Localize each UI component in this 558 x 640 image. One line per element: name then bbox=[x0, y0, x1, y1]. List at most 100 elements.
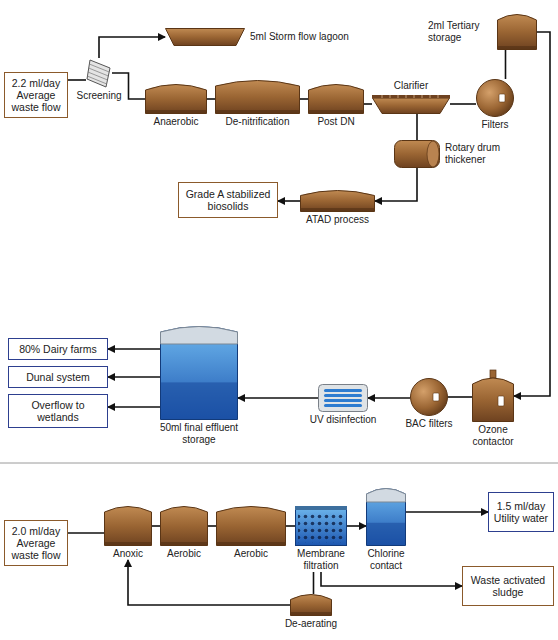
process-box: Waste activated sludge bbox=[462, 566, 554, 606]
unit-label: Filters bbox=[481, 119, 508, 131]
flow-pipe bbox=[364, 103, 372, 105]
flow-pipe bbox=[368, 397, 410, 399]
flow-pipe bbox=[128, 560, 290, 605]
unit-label: Clarifier bbox=[394, 80, 428, 92]
tank-symbol bbox=[308, 84, 364, 114]
uv-symbol bbox=[318, 384, 368, 412]
treatment-unit: ATAD process bbox=[300, 190, 375, 226]
treatment-unit: Clarifier bbox=[372, 80, 450, 114]
treatment-unit: Post DN bbox=[308, 84, 364, 128]
unit-label: 50ml final effluent storage bbox=[154, 422, 244, 446]
flow-pipe bbox=[286, 525, 295, 527]
process-box: Overflow to wetlands bbox=[8, 394, 108, 428]
unit-label: 2ml Tertiary storage bbox=[428, 20, 492, 44]
unit-label: Post DN bbox=[317, 116, 354, 128]
unit-label: BAC filters bbox=[405, 418, 452, 430]
unit-label: Chlorine contact bbox=[358, 548, 414, 572]
unit-label: Anoxic bbox=[113, 548, 143, 560]
unit-label: De-aerating bbox=[285, 618, 337, 630]
box-label: Dunal system bbox=[26, 371, 90, 383]
tank-symbol bbox=[145, 84, 207, 114]
treatment-unit: Aerobic bbox=[160, 506, 208, 560]
flow-pipe bbox=[207, 98, 215, 100]
process-box: 80% Dairy farms bbox=[8, 338, 108, 360]
flow-pipe bbox=[448, 396, 472, 398]
memb-symbol bbox=[295, 506, 347, 546]
circle-symbol bbox=[410, 378, 448, 416]
unit-label: Ozone contactor bbox=[461, 424, 525, 448]
tank-symbol bbox=[216, 506, 286, 546]
tank-symbol bbox=[300, 190, 375, 212]
divider-line bbox=[0, 463, 558, 464]
screen-symbol bbox=[86, 58, 112, 88]
box-label: 2.0 ml/day Average waste flow bbox=[9, 525, 63, 561]
treatment-unit: 50ml final effluent storage bbox=[160, 326, 238, 446]
flow-pipe bbox=[416, 114, 418, 140]
unit-label: Aerobic bbox=[234, 548, 268, 560]
treatment-unit: De-nitrification bbox=[215, 80, 300, 128]
process-box: Dunal system bbox=[8, 366, 108, 388]
unit-label: 5ml Storm flow lagoon bbox=[250, 31, 349, 43]
treatment-unit: 5ml Storm flow lagoon bbox=[165, 28, 349, 46]
tank-symbol bbox=[160, 506, 208, 546]
box-label: Overflow to wetlands bbox=[13, 399, 103, 423]
treatment-unit: Filters bbox=[476, 79, 514, 131]
tank-symbol bbox=[104, 506, 152, 546]
unit-label: Rotary drum thickener bbox=[445, 142, 515, 166]
flow-pipe bbox=[152, 525, 160, 527]
treatment-unit: UV disinfection bbox=[318, 384, 368, 426]
tank-symbol bbox=[290, 594, 332, 616]
flow-pipe bbox=[313, 572, 315, 594]
flow-pipe bbox=[300, 98, 308, 100]
process-box: Grade A stabilized biosolids bbox=[178, 182, 278, 218]
treatment-unit: Anoxic bbox=[104, 506, 152, 560]
box-label: 2.2 ml/day Average waste flow bbox=[9, 77, 63, 113]
flow-pipe bbox=[450, 103, 476, 105]
process-box: 1.5 ml/day Utility water bbox=[488, 492, 554, 532]
circle-symbol bbox=[476, 79, 514, 117]
treatment-unit: 2ml Tertiary storage bbox=[428, 14, 537, 50]
box-label: 1.5 ml/day Utility water bbox=[493, 500, 549, 524]
tank-symbol bbox=[215, 80, 300, 114]
flow-pipe bbox=[208, 525, 216, 527]
flow-pipe bbox=[505, 50, 507, 79]
chl-symbol bbox=[366, 488, 406, 546]
unit-label: ATAD process bbox=[306, 214, 369, 226]
blue-symbol bbox=[160, 326, 238, 420]
treatment-unit: Screening bbox=[86, 58, 112, 102]
flow-pipe bbox=[108, 348, 160, 350]
treatment-unit: Aerobic bbox=[216, 506, 286, 560]
unit-label: Anaerobic bbox=[153, 116, 198, 128]
treatment-unit: Membrane filtration bbox=[295, 506, 347, 572]
flow-pipe bbox=[278, 200, 300, 202]
flow-pipe bbox=[347, 525, 366, 527]
flow-pipe bbox=[68, 532, 104, 534]
flow-pipe bbox=[375, 168, 417, 201]
flow-pipe bbox=[238, 397, 318, 399]
box-label: Grade A stabilized biosolids bbox=[183, 188, 273, 212]
ozone-symbol bbox=[472, 370, 514, 422]
clar-symbol bbox=[372, 94, 450, 114]
box-label: Waste activated sludge bbox=[467, 574, 549, 598]
flow-pipe bbox=[514, 32, 550, 396]
drum-symbol bbox=[394, 140, 440, 168]
process-box: 2.2 ml/day Average waste flow bbox=[4, 72, 68, 118]
flow-pipe bbox=[321, 572, 462, 586]
treatment-unit: Chlorine contact bbox=[366, 488, 406, 572]
unit-label: Aerobic bbox=[167, 548, 201, 560]
treatment-unit: BAC filters bbox=[410, 378, 448, 430]
unit-label: Screening bbox=[76, 90, 121, 102]
unit-label: UV disinfection bbox=[310, 414, 377, 426]
treatment-unit: Anaerobic bbox=[145, 84, 207, 128]
flow-pipe bbox=[99, 37, 165, 58]
process-box: 2.0 ml/day Average waste flow bbox=[4, 520, 68, 566]
treatment-unit: Ozone contactor bbox=[472, 370, 514, 448]
flow-pipe bbox=[108, 376, 160, 378]
treatment-unit: Rotary drum thickener bbox=[394, 140, 515, 168]
tank-symbol bbox=[497, 14, 537, 50]
unit-label: Membrane filtration bbox=[290, 548, 352, 572]
unit-label: De-nitrification bbox=[226, 116, 290, 128]
flow-pipe bbox=[406, 511, 488, 513]
lagoon-symbol bbox=[165, 28, 245, 46]
